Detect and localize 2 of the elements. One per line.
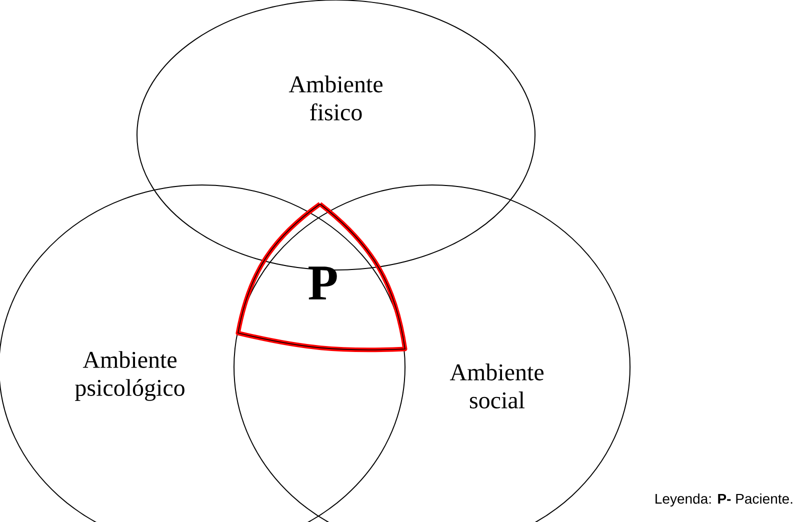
intersection-region: P: [236, 202, 408, 352]
legend-note: Leyenda: P- Paciente.: [656, 493, 792, 507]
